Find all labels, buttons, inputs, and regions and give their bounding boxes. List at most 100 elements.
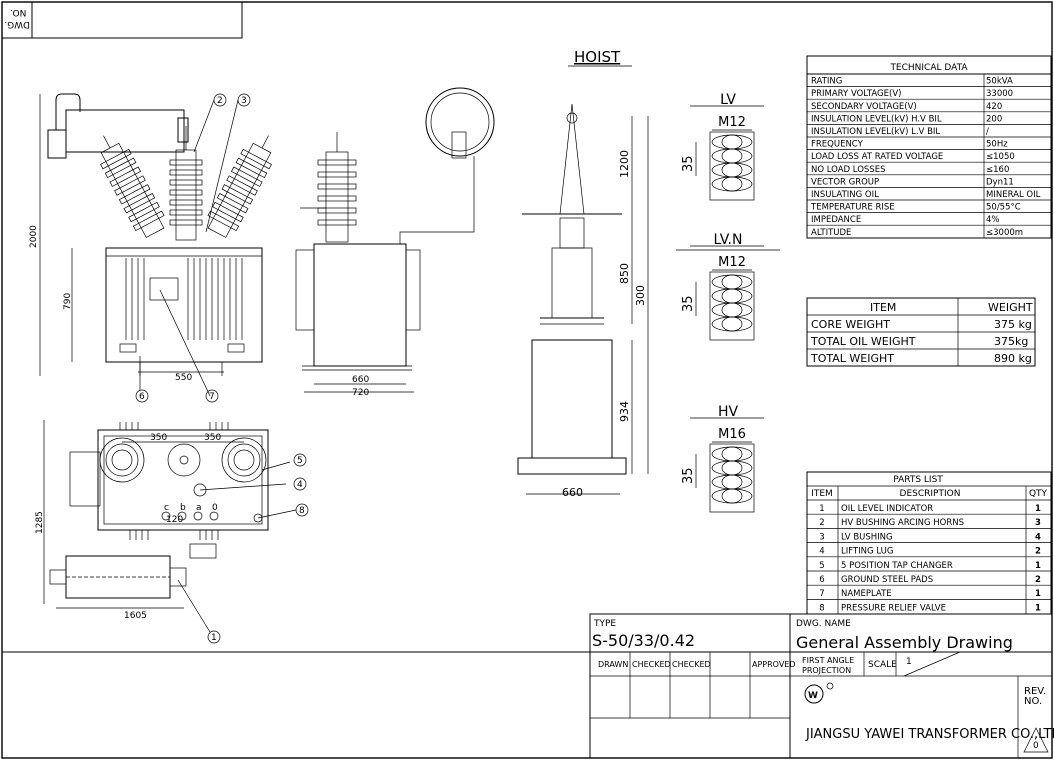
corner-no: NO. <box>10 7 26 17</box>
terminal-dim: 35 <box>681 295 696 312</box>
callout-4: 4 <box>297 480 303 490</box>
callout-2: 2 <box>217 96 223 106</box>
callout-8: 8 <box>299 506 305 516</box>
tech-row-label: LOAD LOSS AT RATED VOLTAGE <box>811 152 943 162</box>
parts-row-desc: PRESSURE RELIEF VALVE <box>841 603 946 613</box>
plan-spacing-small: 120 <box>166 515 183 525</box>
parts-title: PARTS LIST <box>893 475 943 485</box>
terminal-name: LV.N <box>714 232 743 248</box>
scale-label: SCALE <box>868 660 897 670</box>
rev-value: 0 <box>1033 741 1039 751</box>
weight-header-weight: WEIGHT <box>988 301 1033 314</box>
tech-row-value: 50/55°C <box>986 203 1021 213</box>
plan-terminal-c: c <box>164 503 169 513</box>
terminal-name: HV <box>718 404 739 420</box>
parts-header-desc: DESCRIPTION <box>900 489 961 499</box>
tech-row-value: 4% <box>986 215 1000 225</box>
callout-7: 7 <box>209 392 215 402</box>
terminal-thread: M12 <box>718 115 746 130</box>
parts-row-desc: LV BUSHING <box>841 532 893 542</box>
tech-row-value: ≤3000m <box>986 228 1023 238</box>
tech-row-value: MINERAL OIL <box>986 190 1041 200</box>
scale-value: 1 <box>906 657 912 667</box>
tech-row-value: ≤1050 <box>986 152 1015 162</box>
dwg-name-value: General Assembly Drawing <box>796 633 1013 652</box>
weight-row-value: 890 kg <box>994 352 1032 365</box>
tech-row-value: 200 <box>986 114 1002 124</box>
terminal-name: LV <box>720 92 736 108</box>
parts-row-qty: 2 <box>1035 575 1041 585</box>
tech-row-label: SECONDARY VOLTAGE(V) <box>811 102 917 112</box>
parts-row-desc: 5 POSITION TAP CHANGER <box>841 561 953 571</box>
callout-3: 3 <box>241 96 247 106</box>
parts-row-qty: 1 <box>1035 603 1041 613</box>
parts-row-desc: LIFTING LUG <box>841 547 893 557</box>
front-height: 2000 <box>29 225 39 248</box>
tech-row-label: INSULATING OIL <box>811 190 879 200</box>
dwg-name-label: DWG. NAME <box>796 619 851 629</box>
title-block: TYPE S-50/33/0.42 DWG. NAME General Asse… <box>2 613 1054 759</box>
callout-5: 5 <box>297 456 303 466</box>
company-logo: W <box>804 682 834 704</box>
tech-row-value: 33000 <box>986 89 1013 99</box>
parts-row-item: 2 <box>819 518 824 528</box>
drawn-label: DRAWN <box>598 660 628 669</box>
tech-row-label: NO LOAD LOSSES <box>811 165 885 175</box>
parts-row-item: 7 <box>819 589 824 599</box>
parts-row-item: 8 <box>819 603 824 613</box>
approved-label: APPROVED <box>752 660 796 669</box>
type-label: TYPE <box>593 619 616 629</box>
terminal-thread: M16 <box>718 427 746 442</box>
type-value: S-50/33/0.42 <box>592 631 695 650</box>
callout-6: 6 <box>139 392 145 402</box>
side-width-1: 660 <box>352 375 369 385</box>
side-view: 660 720 <box>295 87 495 398</box>
parts-row-desc: OIL LEVEL INDICATOR <box>841 504 933 514</box>
tech-row-value: / <box>986 127 989 137</box>
parts-row-qty: 1 <box>1035 504 1041 514</box>
parts-row-qty: 1 <box>1035 561 1041 571</box>
weight-row-item: TOTAL WEIGHT <box>810 352 894 365</box>
hoist-dim-850: 850 <box>618 263 631 284</box>
plan-spacing-2: 350 <box>204 433 221 443</box>
checked1-label: CHECKED <box>632 660 671 669</box>
parts-row-item: 6 <box>819 575 824 585</box>
parts-row-qty: 3 <box>1035 518 1041 528</box>
hoist-dim-660: 660 <box>562 486 583 499</box>
weight-row-value: 375kg <box>994 335 1028 348</box>
parts-row-desc: HV BUSHING ARCING HORNS <box>841 518 964 528</box>
parts-row-desc: GROUND STEEL PADS <box>841 575 933 585</box>
tech-row-value: 50kVA <box>986 77 1013 87</box>
plan-depth: 1285 <box>35 511 45 534</box>
tech-row-value: Dyn11 <box>986 177 1014 187</box>
parts-row-item: 4 <box>819 547 824 557</box>
terminal-dim: 35 <box>681 155 696 172</box>
tech-row-label: INSULATION LEVEL(kV) H.V BIL <box>811 114 942 124</box>
plan-terminal-0: 0 <box>212 503 218 513</box>
parts-row-item: 5 <box>819 561 824 571</box>
hoist-dim-1200: 1200 <box>618 150 631 178</box>
parts-row-item: 3 <box>819 532 824 542</box>
corner-dwg: DWG. <box>4 19 30 29</box>
front-view: 2000 790 550 <box>29 93 272 383</box>
weight-header-item: ITEM <box>870 301 896 314</box>
callouts <box>135 93 309 644</box>
svg-text:W: W <box>808 691 818 701</box>
tech-row-label: ALTITUDE <box>811 228 851 238</box>
parts-header-item: ITEM <box>811 489 833 499</box>
plan-terminal-b: b <box>180 503 186 513</box>
tech-row-label: PRIMARY VOLTAGE(V) <box>811 89 901 99</box>
callout-1: 1 <box>211 633 217 643</box>
tech-row-value: ≤160 <box>986 165 1009 175</box>
parts-row-desc: NAMEPLATE <box>841 589 892 599</box>
company-name: JIANGSU YAWEI TRANSFORMER CO.,LTD <box>805 727 1054 742</box>
parts-row-qty: 4 <box>1035 532 1041 542</box>
corner-box: NO. DWG. <box>1 1 243 39</box>
weight-row-item: TOTAL OIL WEIGHT <box>810 335 916 348</box>
hoist-view: HOIST 1200 850 300 934 660 <box>517 48 649 499</box>
